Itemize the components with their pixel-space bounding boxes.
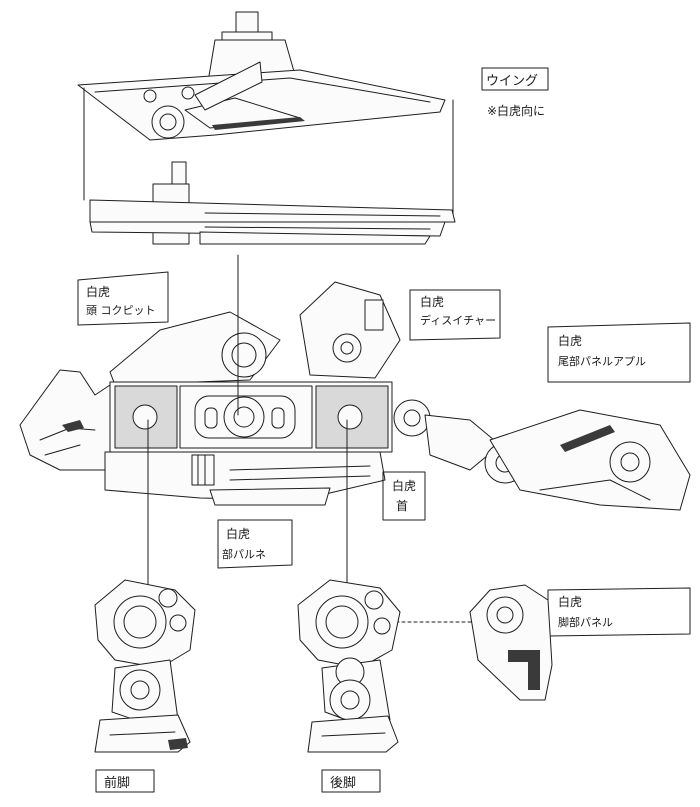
belly-label-head: 白虎 xyxy=(226,526,250,541)
cockpit-label-head: 白虎 xyxy=(86,284,110,299)
leader-lines xyxy=(147,254,491,623)
rear-leg xyxy=(297,579,401,753)
rear-leg-label: 後脚 xyxy=(330,775,356,791)
tail-label-sub: 尾部パネルアプル xyxy=(558,354,646,368)
wing-side-view xyxy=(89,161,456,245)
callout-rear-panel: 白虎 脚部パネル xyxy=(547,587,691,637)
wing-top-view xyxy=(77,11,446,141)
rear-panel-label-head: 白虎 xyxy=(558,594,582,609)
cockpit-label-sub: 頭 コクピット xyxy=(86,304,156,317)
body-main xyxy=(19,281,691,511)
wing-label-box: ウイング ※白虎向に xyxy=(481,67,549,118)
callout-thruster: 白虎 ディスイチャー xyxy=(409,289,501,341)
front-leg-caption: 前脚 xyxy=(95,769,155,793)
belly-label-sub: 部パルネ xyxy=(222,547,266,561)
thruster-label-head: 白虎 xyxy=(420,294,444,309)
thruster-label-sub: ディスイチャー xyxy=(420,313,496,327)
rear-leg-caption: 後脚 xyxy=(321,769,381,793)
tail-label-head: 白虎 xyxy=(558,333,582,348)
rear-leg-panel xyxy=(469,584,553,701)
neck-label-sub: 首 xyxy=(396,499,408,513)
wing-guide-lines xyxy=(83,87,454,216)
callout-tail: 白虎 尾部パネルアプル xyxy=(547,322,691,383)
wing-note: ※白虎向に xyxy=(487,103,545,118)
front-leg-label: 前脚 xyxy=(104,775,130,791)
callout-neck: 白虎 首 xyxy=(382,471,426,521)
wing-title: ウイング xyxy=(486,74,538,89)
rear-panel-label-sub: 脚部パネル xyxy=(558,615,613,629)
neck-label-head: 白虎 xyxy=(392,478,416,493)
callout-cockpit: 白虎 頭 コクピット xyxy=(77,271,169,326)
front-leg xyxy=(94,579,196,753)
callout-belly: 白虎 部パルネ xyxy=(217,519,293,569)
